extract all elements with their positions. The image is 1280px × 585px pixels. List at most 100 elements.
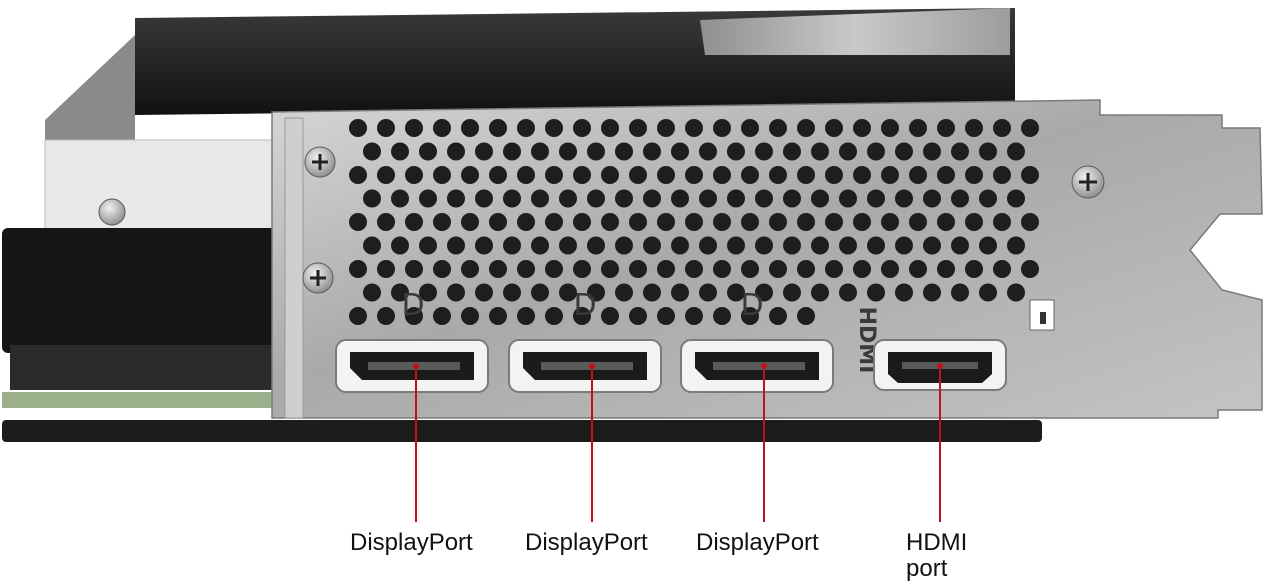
vent-hole [349, 307, 367, 325]
vent-hole [769, 260, 787, 278]
vent-hole [699, 236, 717, 255]
vent-hole [601, 119, 619, 137]
vent-hole [937, 119, 955, 137]
vent-hole [685, 307, 703, 325]
vent-hole [587, 142, 605, 161]
vent-hole [531, 236, 549, 255]
vent-hole [839, 142, 857, 161]
vent-hole [489, 166, 507, 184]
vent-hole [349, 213, 367, 231]
vent-hole [951, 189, 969, 208]
vent-hole [699, 189, 717, 208]
vent-hole [741, 119, 759, 137]
vent-hole [391, 283, 409, 302]
vent-hole [377, 119, 395, 137]
vent-hole [531, 189, 549, 208]
vent-hole [363, 236, 381, 255]
vent-hole [741, 260, 759, 278]
vent-hole [909, 166, 927, 184]
vent-hole [601, 213, 619, 231]
vent-hole [797, 213, 815, 231]
vent-hole [657, 166, 675, 184]
vent-hole [377, 307, 395, 325]
vent-hole [923, 236, 941, 255]
vent-hole [867, 236, 885, 255]
vent-hole [419, 236, 437, 255]
vent-hole [965, 213, 983, 231]
vent-hole [923, 283, 941, 302]
displayport-port-1 [335, 339, 489, 393]
vent-hole [769, 119, 787, 137]
vent-hole [643, 236, 661, 255]
vent-hole [685, 166, 703, 184]
vent-hole [713, 307, 731, 325]
vent-hole [545, 260, 563, 278]
vent-hole [559, 142, 577, 161]
vent-hole [643, 142, 661, 161]
vent-hole [545, 213, 563, 231]
vent-hole [713, 260, 731, 278]
vent-hole [461, 307, 479, 325]
vent-hole [811, 283, 829, 302]
vent-hole [447, 189, 465, 208]
vent-hole [853, 119, 871, 137]
vent-hole [545, 166, 563, 184]
vent-hole [475, 236, 493, 255]
vent-hole [965, 260, 983, 278]
vent-hole [713, 119, 731, 137]
vent-hole [965, 119, 983, 137]
vent-hole [349, 166, 367, 184]
vent-hole [699, 142, 717, 161]
displayport-symbol-icon: D [401, 288, 424, 323]
vent-hole [1021, 213, 1039, 231]
vent-hole [629, 260, 647, 278]
vent-hole [559, 189, 577, 208]
vent-hole [937, 213, 955, 231]
vent-hole [433, 119, 451, 137]
displayport-port-2 [508, 339, 662, 393]
vent-hole [881, 213, 899, 231]
vent-hole [811, 189, 829, 208]
vent-hole [545, 119, 563, 137]
vent-hole [825, 213, 843, 231]
vent-hole [447, 283, 465, 302]
vent-hole [433, 213, 451, 231]
vent-hole [489, 260, 507, 278]
vent-hole [979, 236, 997, 255]
vent-hole [755, 142, 773, 161]
vent-hole [489, 213, 507, 231]
vent-hole [783, 189, 801, 208]
vent-hole [475, 142, 493, 161]
vent-hole [573, 307, 591, 325]
vent-hole [573, 166, 591, 184]
vent-hole [531, 283, 549, 302]
vent-hole [405, 166, 423, 184]
vent-hole [839, 189, 857, 208]
screw-icon [304, 146, 336, 178]
vent-hole [699, 283, 717, 302]
vent-hole [405, 213, 423, 231]
vent-hole [573, 213, 591, 231]
displayport-symbols: D D D [401, 288, 763, 323]
vent-hole [545, 307, 563, 325]
vent-hole [727, 142, 745, 161]
vent-hole [601, 166, 619, 184]
vent-hole [461, 213, 479, 231]
vent-hole [979, 283, 997, 302]
vent-hole [643, 283, 661, 302]
screw-icon [1071, 165, 1105, 199]
callout-label-hdmi-line2: port [906, 555, 948, 582]
vent-hole [517, 166, 535, 184]
vent-hole [629, 213, 647, 231]
vent-hole [461, 166, 479, 184]
vent-hole [993, 260, 1011, 278]
vent-hole [671, 142, 689, 161]
vent-hole [601, 307, 619, 325]
vent-hole [671, 189, 689, 208]
vent-hole [657, 260, 675, 278]
vent-hole [783, 236, 801, 255]
vent-hole [1007, 236, 1025, 255]
callout-label-displayport-2: DisplayPort [525, 529, 648, 556]
vent-hole [741, 213, 759, 231]
vent-hole [755, 189, 773, 208]
